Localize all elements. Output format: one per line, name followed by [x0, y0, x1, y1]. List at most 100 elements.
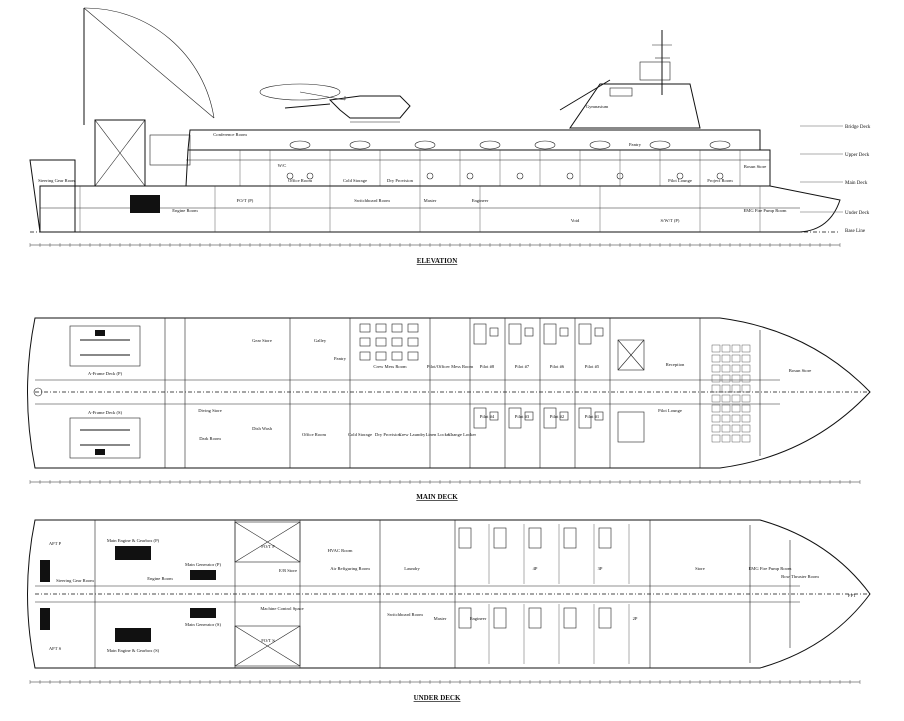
seat-icon [711, 414, 721, 423]
room-label: Diving Store [198, 408, 222, 413]
room-label: Cold Storage [348, 432, 372, 437]
seat-icon [721, 364, 731, 373]
room-label: A-Frame Deck (P) [88, 371, 123, 376]
seat-icon [741, 374, 751, 383]
room-label: Dish Wash [252, 426, 273, 431]
bed-icon [543, 323, 557, 345]
room-label: Dry Provision [387, 178, 414, 183]
seat-icon [721, 394, 731, 403]
room-label: Change Locker [448, 432, 477, 437]
seat-icon [721, 384, 731, 393]
table-icon [391, 337, 403, 347]
room-label: Main Engine & Gearbox (P) [107, 538, 160, 543]
seat-icon [711, 434, 721, 443]
elevation-view: Bridge Deck Upper Deck Main Deck Under D… [29, 7, 871, 265]
room-label: Crew Mess Room [373, 364, 407, 369]
room-label: AFT S [49, 646, 62, 651]
bunk-icon [528, 527, 542, 549]
seat-icon [741, 344, 751, 353]
room-label: Pantry [629, 142, 642, 147]
bed-icon [473, 407, 487, 429]
room-label: Machine Control Space [260, 606, 303, 611]
room-label: Linen Locker [426, 432, 451, 437]
seat-icon [721, 404, 731, 413]
room-label: Switchboard Room [354, 198, 390, 203]
room-label: Main Generator (S) [185, 622, 221, 627]
room-label: Engine Room [172, 208, 198, 213]
room-label: AFT P [49, 541, 62, 546]
deck-label-bridge: Bridge Deck [845, 125, 871, 130]
room-label: FO/T (P) [237, 198, 254, 203]
room-label: Pilot #3 [515, 414, 530, 419]
room-label: S/W/T (P) [661, 218, 680, 223]
seat-icon [711, 354, 721, 363]
room-label: Main Generator (P) [185, 562, 221, 567]
room-label: FPT [848, 593, 856, 598]
table-icon [407, 323, 419, 333]
seat-icon [731, 344, 741, 353]
seat-icon [721, 414, 731, 423]
room-label: 2P [633, 616, 638, 621]
room-label: Pilot #8 [480, 364, 495, 369]
room-label: FO/T S [261, 638, 275, 643]
bunk-icon [458, 607, 472, 629]
room-label: Reception [666, 362, 685, 367]
under-deck-plan: AFT P AFT S Steering Gear Room Main Engi… [27, 519, 871, 702]
bed-icon [543, 407, 557, 429]
room-label: Store [695, 566, 705, 571]
desk-icon [524, 411, 534, 421]
seat-icon [731, 374, 741, 383]
seat-icon [731, 384, 741, 393]
pilot-cabins [473, 323, 604, 429]
a-frame-deck-port [69, 325, 141, 367]
a-frame-deck-starboard [69, 417, 141, 459]
desk-icon [559, 327, 569, 337]
seat-icon [741, 394, 751, 403]
portholes [286, 140, 731, 180]
room-label: Bosun Store [744, 164, 767, 169]
table-icon [375, 323, 387, 333]
room-label: Office Room [288, 178, 312, 183]
frame-ruler [29, 680, 861, 684]
table-icon [407, 351, 419, 361]
seat-icon [711, 394, 721, 403]
desk-icon [524, 327, 534, 337]
seat-icon [731, 404, 741, 413]
table-icon [391, 351, 403, 361]
room-label: Master [434, 616, 447, 621]
bunk-icon [563, 527, 577, 549]
room-label: Pilot #4 [480, 414, 495, 419]
room-label: Switchboard Room [387, 612, 423, 617]
desk-icon [489, 327, 499, 337]
seat-icon [711, 424, 721, 433]
room-label: Steering Gear Room [38, 178, 76, 183]
room-label: Gear Store [252, 338, 272, 343]
bed-icon [508, 407, 522, 429]
room-label: Engineer [472, 198, 489, 203]
bunk-icon [493, 607, 507, 629]
seat-icon [721, 344, 731, 353]
room-label: HVAC Room [328, 548, 353, 553]
deck-label-under: Under Deck [845, 211, 870, 216]
table-icon [375, 337, 387, 347]
room-label: Conference Room [213, 132, 247, 137]
room-label: Pilot Lounge [658, 408, 682, 413]
room-label: Air Refiguring Room [330, 566, 370, 571]
table-icon [391, 323, 403, 333]
room-label: Pilot #5 [585, 364, 600, 369]
room-label: Dark Room [199, 436, 221, 441]
room-label: Void [571, 218, 580, 223]
bed-icon [508, 323, 522, 345]
room-label: Pilot #2 [550, 414, 565, 419]
seat-icon [711, 344, 721, 353]
seat-icon [741, 364, 751, 373]
seat-icon [731, 434, 741, 443]
seat-icon [721, 374, 731, 383]
view-title-elevation: ELEVATION [417, 257, 458, 265]
seat-icon [721, 354, 731, 363]
room-label: Galley [314, 338, 327, 343]
room-label: Laundry [404, 566, 420, 571]
room-label: Bow Thruster Room [781, 574, 819, 579]
room-label: E/R Store [279, 568, 297, 573]
